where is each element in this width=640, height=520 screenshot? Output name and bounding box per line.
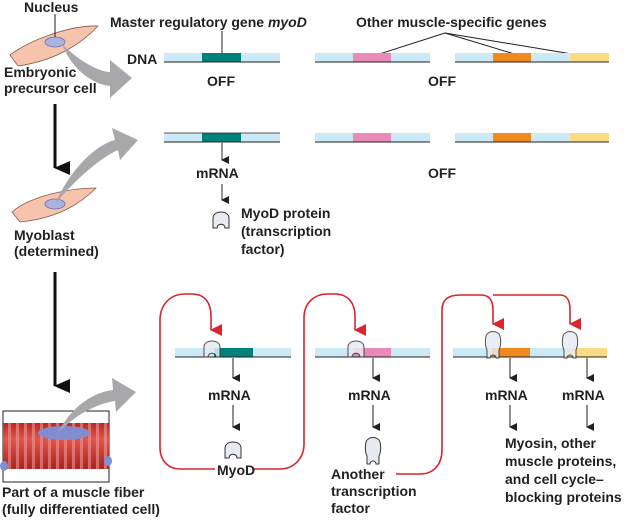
other-genes-pointer-orange bbox=[444, 32, 522, 57]
orange-gene-segment bbox=[493, 53, 531, 62]
another-tf-label-line1: Another bbox=[331, 466, 385, 482]
dna-myod-row2 bbox=[164, 132, 280, 143]
mrna-label-orange-row3: mRNA bbox=[485, 387, 528, 403]
nucleus-icon bbox=[44, 36, 66, 48]
dna-label: DNA bbox=[127, 51, 157, 67]
mrna-label-yellow-row3: mRNA bbox=[562, 387, 605, 403]
myoblast-cell bbox=[11, 187, 97, 223]
dna-pink-row3 bbox=[315, 348, 430, 358]
myod-protein-label-line3: factor) bbox=[241, 241, 285, 257]
products-label-line1: Myosin, other bbox=[505, 435, 597, 451]
another-tf-label-line2: transcription bbox=[331, 483, 417, 499]
gray-arrow-1 bbox=[62, 44, 132, 98]
nucleus-icon bbox=[38, 426, 90, 440]
mrna-label-tf-row3: mRNA bbox=[348, 387, 391, 403]
transcription-factor-icon bbox=[364, 437, 382, 465]
dna-pink-row1 bbox=[315, 53, 430, 63]
off-label-others-row1: OFF bbox=[428, 73, 456, 89]
myod-protein-label-line2: (transcription bbox=[241, 223, 331, 239]
myoblast-label-line1: Myoblast bbox=[14, 227, 75, 243]
myod-protein-icon bbox=[212, 211, 230, 229]
dna-pink-row2 bbox=[315, 133, 430, 143]
myod-autoregulation-loop bbox=[159, 293, 222, 470]
another-tf-label-line3: factor bbox=[331, 500, 370, 516]
embryonic-precursor-cell bbox=[9, 25, 99, 67]
dna-myod-row1 bbox=[164, 53, 280, 63]
myod-protein-label-line1: MyoD protein bbox=[241, 205, 330, 221]
myod-protein-icon bbox=[224, 441, 242, 459]
fiber-label-line1: Part of a muscle fiber bbox=[2, 484, 145, 500]
dna-myod-row3 bbox=[175, 348, 291, 358]
myod-gene-segment bbox=[202, 53, 241, 62]
fiber-label-line2: (fully differentiated cell) bbox=[2, 501, 160, 517]
embryonic-label-line1: Embryonic bbox=[4, 64, 77, 80]
tf-to-orange-gene-loop bbox=[396, 294, 504, 475]
mrna-label-myod-row3: mRNA bbox=[208, 387, 251, 403]
myod-label-row3: MyoD bbox=[217, 462, 255, 478]
products-label-line3: and cell cycle– bbox=[505, 471, 604, 487]
master-gene-label: Master regulatory gene myoD bbox=[110, 14, 307, 30]
muscle-fiber bbox=[0, 410, 112, 483]
yellow-gene-segment bbox=[570, 53, 609, 62]
off-label-others-row2: OFF bbox=[428, 165, 456, 181]
transcription-factor-bound-icon bbox=[484, 331, 502, 359]
tf-to-yellow-gene-loop bbox=[493, 294, 581, 330]
gray-arrow-3 bbox=[58, 378, 136, 433]
other-genes-label: Other muscle-specific genes bbox=[356, 14, 547, 30]
pink-gene-segment bbox=[353, 53, 391, 62]
mrna-label-row2: mRNA bbox=[196, 165, 239, 181]
nucleus-label: Nucleus bbox=[24, 0, 79, 15]
transcription-factor-bound-icon bbox=[561, 331, 579, 359]
products-label-line2: muscle proteins, bbox=[505, 453, 616, 469]
myod-to-tf-loop bbox=[252, 293, 366, 470]
gray-arrow-2 bbox=[55, 128, 138, 204]
myoblast-label-line2: (determined) bbox=[14, 243, 99, 259]
products-label-line4: blocking proteins bbox=[505, 489, 622, 505]
dna-orange-yellow-row1 bbox=[455, 53, 609, 63]
dna-orange-yellow-row2 bbox=[455, 133, 609, 143]
dna-orange-yellow-row3 bbox=[453, 348, 607, 358]
embryonic-label-line2: precursor cell bbox=[4, 80, 97, 96]
off-label-myod-row1: OFF bbox=[207, 73, 235, 89]
